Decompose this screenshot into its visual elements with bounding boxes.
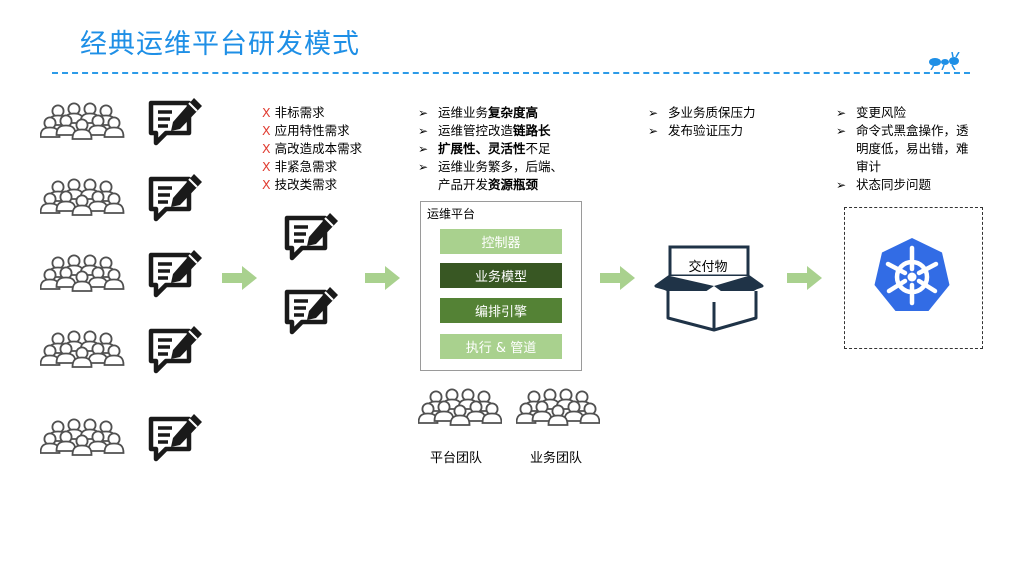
list-item: 明度低，易出错，难 <box>856 141 969 156</box>
right-arrow-icon <box>222 266 257 290</box>
document-edit-icon <box>151 98 202 143</box>
list-item: 产品开发资源瓶颈 <box>438 177 539 192</box>
people-group-icon <box>516 384 600 442</box>
document-edit-icon <box>151 174 202 219</box>
list-item: ➢运维业务繁多，后端、 <box>418 159 564 174</box>
list-item: ➢命令式黑盒操作，透 <box>836 123 969 138</box>
risks-list: ➢变更风险 ➢命令式黑盒操作，透 明度低，易出错，难 审计 ➢状态同步问题 <box>834 104 969 194</box>
list-item: ➢状态同步问题 <box>836 177 932 192</box>
layer-orchestration-engine: 编排引擎 <box>440 298 562 323</box>
people-group-icon <box>41 179 124 215</box>
people-group-icon <box>41 331 124 367</box>
platform-issues-list: ➢运维业务复杂度高 ➢运维管控改造链路长 ➢扩展性、灵活性不足 ➢运维业务繁多，… <box>416 104 563 194</box>
list-item: 审计 <box>856 159 882 174</box>
requesters-column <box>40 96 220 486</box>
page-title: 经典运维平台研发模式 <box>80 29 360 60</box>
people-group-icon <box>41 255 124 291</box>
layer-controller: 控制器 <box>440 229 562 254</box>
people-group-icon <box>41 419 124 455</box>
right-arrow-icon <box>365 266 400 290</box>
list-item: ➢多业务质保压力 <box>648 105 756 120</box>
deliverable-label: 交付物 <box>688 260 728 275</box>
kubernetes-target-box <box>844 207 983 349</box>
document-edit-icon <box>151 414 202 459</box>
document-edit-icon <box>151 326 202 371</box>
layer-execution-pipeline: 执行 & 管道 <box>440 334 562 359</box>
list-item: ➢发布验证压力 <box>648 123 744 138</box>
list-item: ➢扩展性、灵活性不足 <box>418 141 551 156</box>
document-edit-icon <box>287 287 338 332</box>
document-edit-icon <box>151 250 202 295</box>
right-arrow-icon <box>787 266 822 290</box>
list-item: ➢运维管控改造链路长 <box>418 123 551 138</box>
people-group-icon <box>41 103 124 139</box>
box-icon <box>654 245 764 332</box>
business-team-label: 业务团队 <box>530 451 583 466</box>
list-item: ➢运维业务复杂度高 <box>418 105 539 120</box>
title-divider <box>52 72 970 74</box>
pending-docs <box>280 211 344 341</box>
list-item: ➢变更风险 <box>836 105 907 120</box>
kubernetes-icon <box>874 238 950 311</box>
ant-logo-icon <box>929 52 960 70</box>
platform-label: 运维平台 <box>427 207 476 221</box>
platform-team-label: 平台团队 <box>430 451 483 466</box>
delivery-pressure-list: ➢多业务质保压力 ➢发布验证压力 <box>646 104 756 140</box>
people-group-icon <box>418 384 502 442</box>
right-arrow-icon <box>600 266 635 290</box>
document-edit-icon <box>287 213 338 258</box>
layer-business-model: 业务模型 <box>440 263 562 288</box>
